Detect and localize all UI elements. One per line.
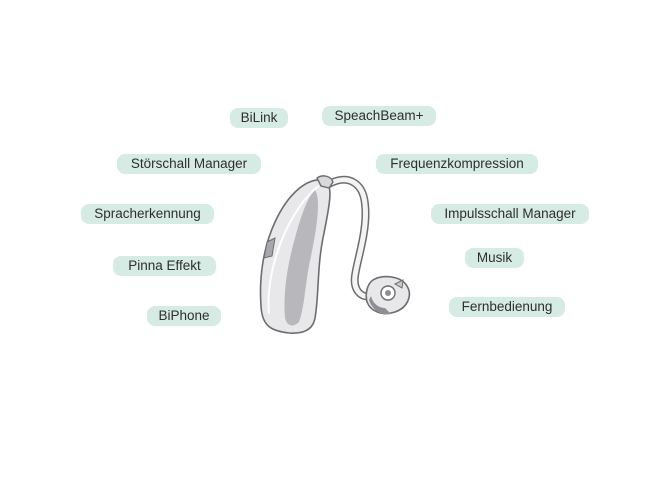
feature-label-bilink: BiLink <box>230 108 288 128</box>
feature-label-biphone: BiPhone <box>147 306 221 326</box>
feature-label-spracherkennung: Spracherkennung <box>81 204 214 224</box>
feature-label-impulsschall-manager: Impulsschall Manager <box>431 204 589 224</box>
feature-label-frequenzkompression: Frequenzkompression <box>376 154 538 174</box>
hearing-aid-icon <box>245 168 435 338</box>
feature-label-musik: Musik <box>465 248 524 268</box>
feature-label-fernbedienung: Fernbedienung <box>449 297 565 317</box>
feature-label-stoerschall-manager: Störschall Manager <box>117 154 261 174</box>
feature-label-speachbeam: SpeachBeam+ <box>322 106 436 126</box>
feature-label-pinna-effekt: Pinna Effekt <box>113 256 216 276</box>
